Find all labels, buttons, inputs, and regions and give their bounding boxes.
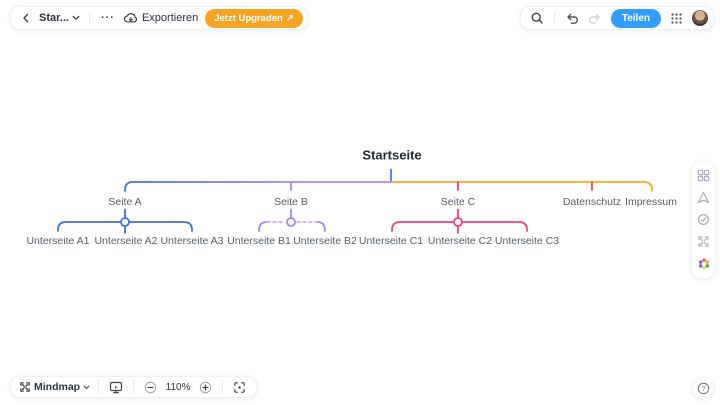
- export-label: Exportieren: [141, 12, 199, 24]
- apps-grid-button[interactable]: [666, 7, 687, 29]
- mindmap-node-unterseite-a1[interactable]: Unterseite A1: [26, 235, 90, 247]
- zoom-level[interactable]: 110%: [165, 381, 191, 393]
- mindmap-node-unterseite-c1[interactable]: Unterseite C1: [358, 235, 424, 247]
- more-icon: ···: [100, 12, 115, 24]
- mindmap-node-unterseite-c3[interactable]: Unterseite C3: [494, 235, 560, 247]
- connector-b-corner-left: [258, 221, 268, 232]
- chevron-left-icon: [23, 13, 29, 23]
- zoom-out-button[interactable]: [140, 377, 161, 397]
- question-circle-icon: ?: [697, 382, 709, 394]
- chevron-down-icon: [72, 15, 80, 20]
- mindmap-node-unterseite-b2[interactable]: Unterseite B2: [293, 235, 357, 247]
- right-tool-panel: [692, 161, 715, 279]
- mindmap-node-datenschutz[interactable]: Datenschutz: [562, 196, 622, 208]
- export-button[interactable]: Exportieren: [121, 11, 203, 25]
- paper-plane-icon: [697, 191, 710, 204]
- color-wheel-button[interactable]: [696, 256, 712, 272]
- topbar-left: Star... ··· Exportieren Jetzt Upgraden ↗: [10, 6, 308, 30]
- expand-arrows-button[interactable]: [696, 234, 711, 249]
- view-mode-selector[interactable]: Mindmap: [17, 381, 92, 393]
- search-button[interactable]: [526, 7, 548, 29]
- mindmap-node-root[interactable]: Startseite: [362, 147, 422, 163]
- zoom-in-button[interactable]: [195, 377, 216, 397]
- mindmap-node-seite-c[interactable]: Seite C: [440, 196, 476, 208]
- expand-arrows-icon: [20, 382, 30, 392]
- expand-arrows-icon: [698, 236, 709, 247]
- mindmap-node-seite-b[interactable]: Seite B: [274, 196, 308, 208]
- connector-b-corner-right: [316, 221, 326, 232]
- collapse-handle-seite-b[interactable]: [286, 217, 296, 227]
- divider: [98, 381, 100, 393]
- redo-button[interactable]: [584, 7, 606, 29]
- share-button[interactable]: Teilen: [610, 8, 661, 28]
- avatar[interactable]: [692, 10, 708, 26]
- layout-grid-button[interactable]: [696, 168, 711, 183]
- presentation-button[interactable]: [105, 377, 127, 397]
- grid-dots-icon: [671, 12, 682, 24]
- bottom-toolbar: Mindmap 110%: [10, 376, 258, 398]
- check-circle-icon: [697, 213, 710, 226]
- divider: [222, 381, 224, 393]
- arrow-up-right-icon: ↗: [285, 12, 294, 24]
- help-button[interactable]: ?: [693, 378, 713, 398]
- fit-screen-button[interactable]: [229, 377, 250, 397]
- presentation-icon: [109, 381, 123, 393]
- mindmap-node-unterseite-a3[interactable]: Unterseite A3: [160, 235, 224, 247]
- svg-text:?: ?: [701, 385, 705, 392]
- layout-grid-icon: [697, 169, 710, 182]
- document-title-menu[interactable]: Star...: [37, 12, 82, 24]
- divider: [553, 12, 555, 24]
- more-menu-button[interactable]: ···: [97, 7, 119, 29]
- fit-screen-icon: [234, 381, 245, 393]
- document-title: Star...: [39, 12, 69, 24]
- mindmap-node-unterseite-a2[interactable]: Unterseite A2: [94, 235, 158, 247]
- mindmap-node-seite-a[interactable]: Seite A: [108, 196, 142, 208]
- undo-icon: [567, 13, 578, 24]
- connector-main-bracket: [124, 181, 653, 192]
- check-circle-button[interactable]: [696, 212, 711, 227]
- search-icon: [531, 12, 543, 24]
- minus-circle-icon: [144, 381, 157, 393]
- mindmap-node-impressum[interactable]: Impressum: [625, 196, 677, 208]
- collapse-handle-seite-c[interactable]: [453, 217, 463, 227]
- collapse-handle-seite-a[interactable]: [120, 217, 130, 227]
- divider: [88, 12, 90, 24]
- view-mode-label: Mindmap: [34, 381, 81, 393]
- back-button[interactable]: [17, 7, 35, 29]
- color-wheel-icon: [698, 258, 709, 270]
- plus-circle-icon: [199, 381, 212, 393]
- cloud-download-icon: [123, 13, 138, 23]
- mindmap-node-unterseite-c2[interactable]: Unterseite C2: [427, 235, 493, 247]
- undo-button[interactable]: [561, 7, 583, 29]
- upgrade-label: Jetzt Upgraden: [214, 12, 283, 24]
- chevron-down-icon: [83, 385, 90, 389]
- paper-plane-button[interactable]: [696, 190, 711, 205]
- topbar-right: Teilen: [519, 6, 714, 30]
- upgrade-button[interactable]: Jetzt Upgraden ↗: [205, 8, 303, 28]
- mindmap-node-unterseite-b1[interactable]: Unterseite B1: [227, 235, 291, 247]
- divider: [133, 381, 135, 393]
- redo-icon: [588, 13, 600, 24]
